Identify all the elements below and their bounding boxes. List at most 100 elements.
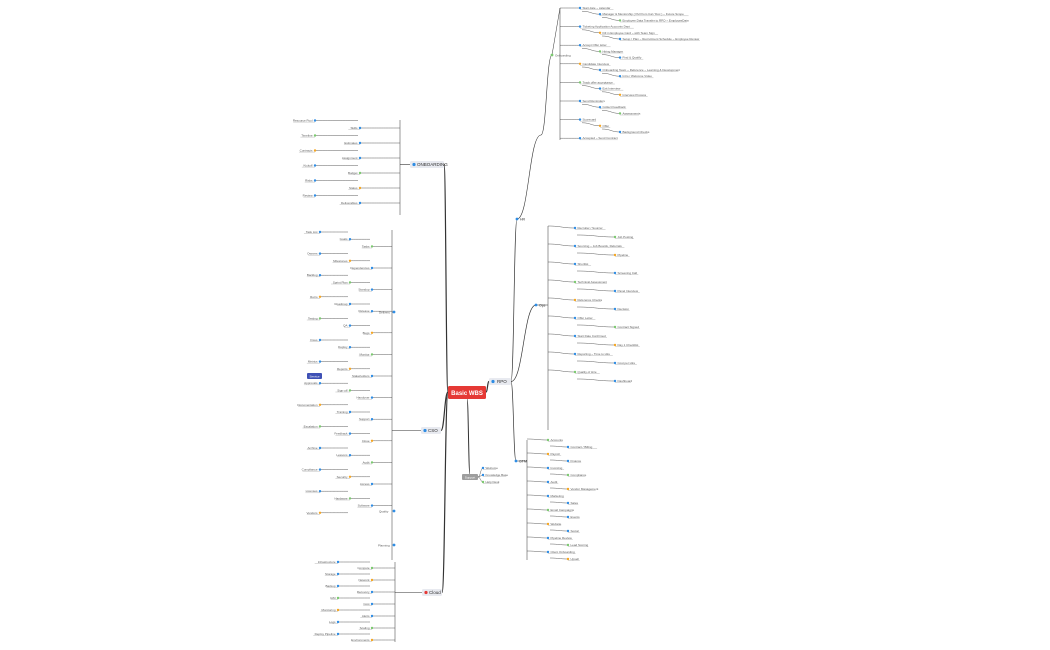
list-item[interactable]: Estimates xyxy=(343,141,362,145)
list-item[interactable]: Risks xyxy=(304,179,317,183)
list-item[interactable]: Compliance xyxy=(566,473,587,477)
list-item[interactable]: Contracts xyxy=(298,149,317,153)
list-item[interactable]: Website xyxy=(546,522,562,526)
list-item[interactable]: Bugs xyxy=(363,331,374,335)
list-item[interactable]: Dashboard xyxy=(613,379,633,383)
list-item[interactable]: Quality of Hire xyxy=(573,370,600,374)
list-item[interactable]: Compute xyxy=(357,566,374,570)
list-item[interactable]: Track offer acceptance xyxy=(578,80,615,84)
list-item[interactable]: Hardware xyxy=(334,496,352,500)
list-item[interactable]: Collect Feedback xyxy=(598,105,627,109)
branch-rpo[interactable]: RPO xyxy=(489,378,511,385)
list-item[interactable]: Intro / Welcome Video xyxy=(618,74,654,78)
list-item[interactable]: Upsell xyxy=(566,557,580,561)
list-item[interactable]: Contract Signed xyxy=(613,325,640,329)
list-item[interactable]: Vendor Management xyxy=(566,487,599,491)
list-item[interactable]: Goals xyxy=(340,237,352,241)
sub-hr[interactable]: HR xyxy=(515,218,526,222)
list-item[interactable]: Environments xyxy=(351,638,374,642)
list-item[interactable]: Exit Interview xyxy=(598,87,624,91)
list-item[interactable]: Escalation xyxy=(302,424,322,428)
list-item[interactable]: Social xyxy=(566,529,580,533)
list-item[interactable]: Metrics xyxy=(306,360,322,364)
list-item[interactable]: Software xyxy=(357,504,374,508)
list-item[interactable]: Backlog xyxy=(307,273,322,277)
list-item[interactable]: Access xyxy=(360,482,374,486)
list-item[interactable]: Day 1 Checklist xyxy=(613,343,640,347)
list-item[interactable]: Help Desk xyxy=(481,480,500,484)
list-item[interactable]: Sourcing ~ Job Boards, Referrals xyxy=(573,244,625,248)
list-item[interactable]: Audit xyxy=(361,460,374,464)
list-item[interactable]: Audit xyxy=(546,480,559,484)
list-item[interactable]: Skills xyxy=(348,126,362,130)
list-item[interactable]: Lessons xyxy=(336,453,352,457)
list-item[interactable]: Cost per Hire xyxy=(613,361,637,365)
list-item[interactable]: Timeline xyxy=(300,134,317,138)
list-item[interactable]: Alerts xyxy=(360,614,374,618)
list-item[interactable]: Reports xyxy=(336,367,352,371)
list-item[interactable]: Events xyxy=(566,515,580,519)
list-item[interactable]: Security xyxy=(335,475,352,479)
list-item[interactable]: Welcome xyxy=(481,466,498,470)
list-item[interactable]: Pipeline Review xyxy=(546,536,573,540)
list-item[interactable]: Accepted ~ Send Contract xyxy=(578,136,618,140)
list-item[interactable]: Network xyxy=(358,578,374,582)
list-item[interactable]: Screening Call xyxy=(613,271,639,275)
list-item[interactable]: Sales xyxy=(566,501,579,505)
list-item[interactable]: Manager & Mentorship ( Pull from Cal / D… xyxy=(598,12,689,16)
list-item[interactable]: Reporting ~ Time to Hire xyxy=(573,352,613,356)
list-item[interactable]: Candidate Interview xyxy=(578,62,611,66)
list-item[interactable]: Compliance xyxy=(302,468,322,472)
list-item[interactable]: Sprint Plan xyxy=(331,280,352,284)
list-item[interactable]: Recovery xyxy=(357,590,374,594)
list-item[interactable]: Contract / Billing xyxy=(566,445,598,449)
list-item[interactable]: Fill in Employee Card ~ with Team Sign xyxy=(598,31,659,35)
list-item[interactable]: Dependencies xyxy=(350,266,374,270)
list-item[interactable]: Tasks xyxy=(361,244,374,248)
branch-support[interactable]: Support xyxy=(462,474,478,480)
list-item[interactable]: Standup xyxy=(358,288,374,292)
list-item[interactable]: Assessments xyxy=(618,111,641,115)
list-item[interactable]: Stakeholders xyxy=(351,374,374,378)
list-item[interactable]: Deliverables xyxy=(339,201,362,205)
sub-ops[interactable]: Ops xyxy=(534,304,546,308)
list-item[interactable]: Decision xyxy=(613,307,630,311)
list-item[interactable]: Task List xyxy=(303,230,322,234)
list-item[interactable]: Milestones xyxy=(332,259,352,263)
list-item[interactable]: Setup / Plan ~ Recruitment Schedule ~ Em… xyxy=(618,37,700,41)
list-item[interactable]: Support xyxy=(358,417,374,421)
sub-onboarding[interactable]: Onboarding xyxy=(550,54,571,58)
sub-gtm[interactable]: GTM xyxy=(514,460,527,464)
list-item[interactable]: Email Campaigns xyxy=(546,508,575,512)
list-item[interactable]: Assignment xyxy=(342,156,362,160)
list-item[interactable]: QA xyxy=(343,324,352,328)
list-item[interactable]: Knowledge Base xyxy=(481,473,509,477)
list-item[interactable]: Monitor xyxy=(358,352,374,356)
list-item[interactable]: Storage xyxy=(324,572,340,576)
list-item[interactable]: Testing xyxy=(306,316,322,320)
list-item[interactable]: Retro xyxy=(309,295,322,299)
list-item[interactable]: Find & Qualify xyxy=(618,56,644,60)
branch-cloud[interactable]: Cloud xyxy=(422,589,442,596)
list-item[interactable]: Roadmap xyxy=(334,302,352,306)
list-item[interactable]: Budget xyxy=(348,171,362,175)
branch-cso[interactable]: CSO xyxy=(421,427,441,434)
list-item[interactable]: Marketing xyxy=(546,494,565,498)
list-item[interactable]: Background Checks xyxy=(618,130,650,134)
list-item[interactable]: Recruiter / Sourcer xyxy=(573,226,606,230)
list-item[interactable]: Licenses xyxy=(305,489,322,493)
list-item[interactable]: Accept Offer letter xyxy=(578,43,611,47)
list-item[interactable]: Release xyxy=(358,309,374,313)
list-item[interactable]: Finance xyxy=(566,459,582,463)
list-item[interactable]: Reference Checks xyxy=(573,298,603,302)
list-item[interactable]: Payroll xyxy=(546,452,562,456)
list-item[interactable]: Handover xyxy=(356,396,374,400)
list-item[interactable]: Pipeline xyxy=(613,253,630,257)
list-item[interactable]: Employee Data Transfer to RPO ~ Employee… xyxy=(618,18,689,22)
list-item[interactable]: Ticketing Application Accounts Dept xyxy=(578,25,634,29)
list-item[interactable]: Send Reminders xyxy=(578,99,606,103)
list-item[interactable]: Start Date Confirmed xyxy=(573,334,607,338)
list-item[interactable]: Hiring Manager xyxy=(598,49,624,53)
list-item[interactable]: Accounts xyxy=(546,438,564,442)
list-item[interactable]: IAM xyxy=(330,596,340,600)
